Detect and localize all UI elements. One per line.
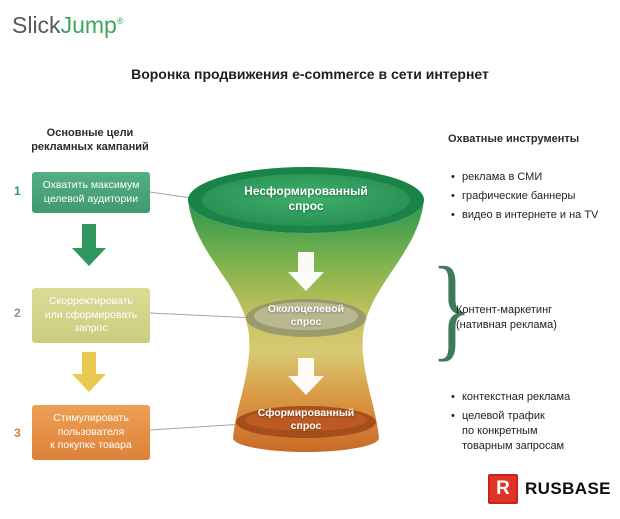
goal-box-3: Стимулировать пользователя к покупке тов… <box>32 405 150 460</box>
list-item: контекстная реклама <box>450 390 570 405</box>
registered-mark: ® <box>116 16 124 26</box>
list-item: видео в интернете и на TV <box>450 208 598 223</box>
slickjump-logo: SlickJump® <box>12 12 123 39</box>
list-item: графические баннеры <box>450 189 598 204</box>
list-item: реклама в СМИ <box>450 170 598 185</box>
funnel-level-2-label: Околоцелевой спрос <box>267 303 345 329</box>
down-arrow-icon <box>288 252 324 291</box>
rusbase-r-icon: R <box>488 474 518 504</box>
list-item: целевой трафик по конкретным товарным за… <box>450 409 570 454</box>
page-title: Воронка продвижения e-commerce в сети ин… <box>131 66 489 82</box>
down-arrow-icon <box>72 224 106 266</box>
targeted-tools-list: контекстная реклама целевой трафик по ко… <box>450 390 570 457</box>
down-arrow-icon <box>72 352 106 392</box>
goal-box-1: Охватить максимум целевой аудитории <box>32 172 150 214</box>
rusbase-logo: R RUSBASE <box>488 474 611 504</box>
funnel-level-1-label: Несформированный спрос <box>244 184 368 213</box>
rusbase-wordmark: RUSBASE <box>525 479 611 498</box>
logo-text-slick: Slick <box>12 12 61 38</box>
down-arrow-icon <box>288 358 324 395</box>
content-marketing-label: Контент-маркетинг (нативная реклама) <box>456 304 557 331</box>
funnel-level-3-label: Сформированный спрос <box>257 407 355 433</box>
step-number-3: 3 <box>14 426 21 440</box>
funnel-graphic <box>188 167 424 452</box>
rusbase-r-letter: R <box>496 478 510 499</box>
funnel-mouth-inner <box>202 174 410 226</box>
funnel-bottom-band-inner <box>245 409 367 431</box>
step-number-2: 2 <box>14 306 21 320</box>
curly-brace-icon: } <box>430 244 473 371</box>
left-column-header: Основные цели рекламных кампаний <box>31 127 149 154</box>
step-number-1: 1 <box>14 184 21 198</box>
right-column-header: Охватные инструменты <box>448 133 580 145</box>
goal-box-2: Скорректировать или сформировать запрос <box>32 288 150 343</box>
funnel-mid-band-inner <box>254 302 358 330</box>
reach-tools-list: реклама в СМИ графические баннеры видео … <box>450 170 598 227</box>
logo-text-jump: Jump <box>60 12 117 38</box>
